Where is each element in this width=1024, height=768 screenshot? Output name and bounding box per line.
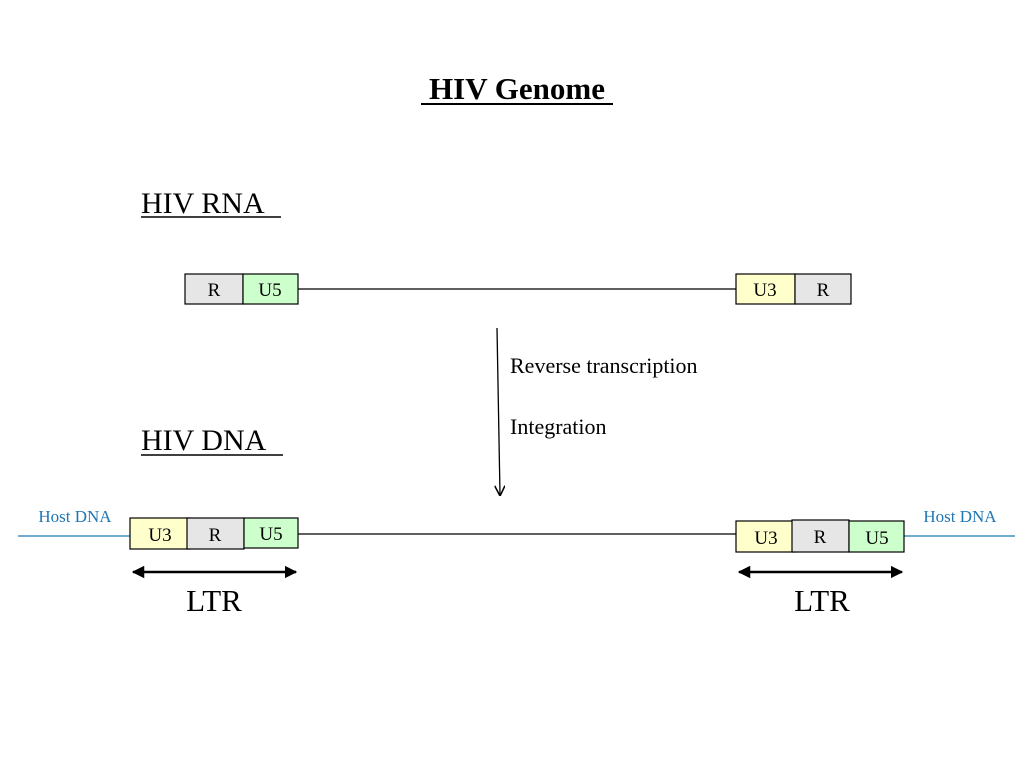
process-step-reverse-transcription: Reverse transcription	[510, 353, 698, 378]
rna-left-seg-r	[184, 273, 244, 305]
host-dna-right-label: Host DNA	[923, 507, 997, 526]
rna-left-seg-u5-label: U5	[258, 280, 281, 301]
dna-right-seg-u5	[848, 520, 905, 553]
dna-left-seg-r	[186, 517, 245, 550]
dna-left-seg-u3	[129, 517, 191, 550]
dna-left-seg-u3-label: U3	[148, 525, 171, 546]
process-arrow	[497, 327, 500, 495]
dna-left-ltr-segments: U3 R U5	[129, 517, 299, 550]
process-step-integration: Integration	[510, 414, 607, 439]
rna-right-segments: U3 R	[735, 273, 852, 305]
rna-right-seg-u3	[735, 273, 796, 305]
rna-heading: HIV RNA	[141, 187, 265, 220]
dna-left-seg-u5	[243, 517, 299, 549]
ltr-left-label: LTR	[186, 583, 242, 618]
dna-left-seg-r-label: R	[209, 525, 222, 546]
page-title: HIV Genome	[429, 71, 605, 106]
dna-heading: HIV DNA	[141, 424, 267, 457]
dna-right-seg-u5-label: U5	[865, 528, 888, 549]
dna-right-seg-u3-label: U3	[754, 528, 777, 549]
rna-right-seg-r-label: R	[817, 280, 830, 301]
dna-right-seg-r-label: R	[814, 527, 827, 548]
dna-right-ltr-segments: U3 R U5	[735, 519, 905, 553]
rna-left-segments: R U5	[184, 273, 299, 305]
ltr-right-label: LTR	[794, 583, 850, 618]
rna-right-seg-r	[794, 273, 852, 305]
dna-right-seg-r	[791, 519, 850, 553]
dna-left-seg-u5-label: U5	[259, 524, 282, 545]
rna-left-seg-u5	[242, 273, 299, 305]
rna-right-seg-u3-label: U3	[753, 280, 776, 301]
rna-left-seg-r-label: R	[208, 280, 221, 301]
host-dna-left-label: Host DNA	[38, 507, 112, 526]
